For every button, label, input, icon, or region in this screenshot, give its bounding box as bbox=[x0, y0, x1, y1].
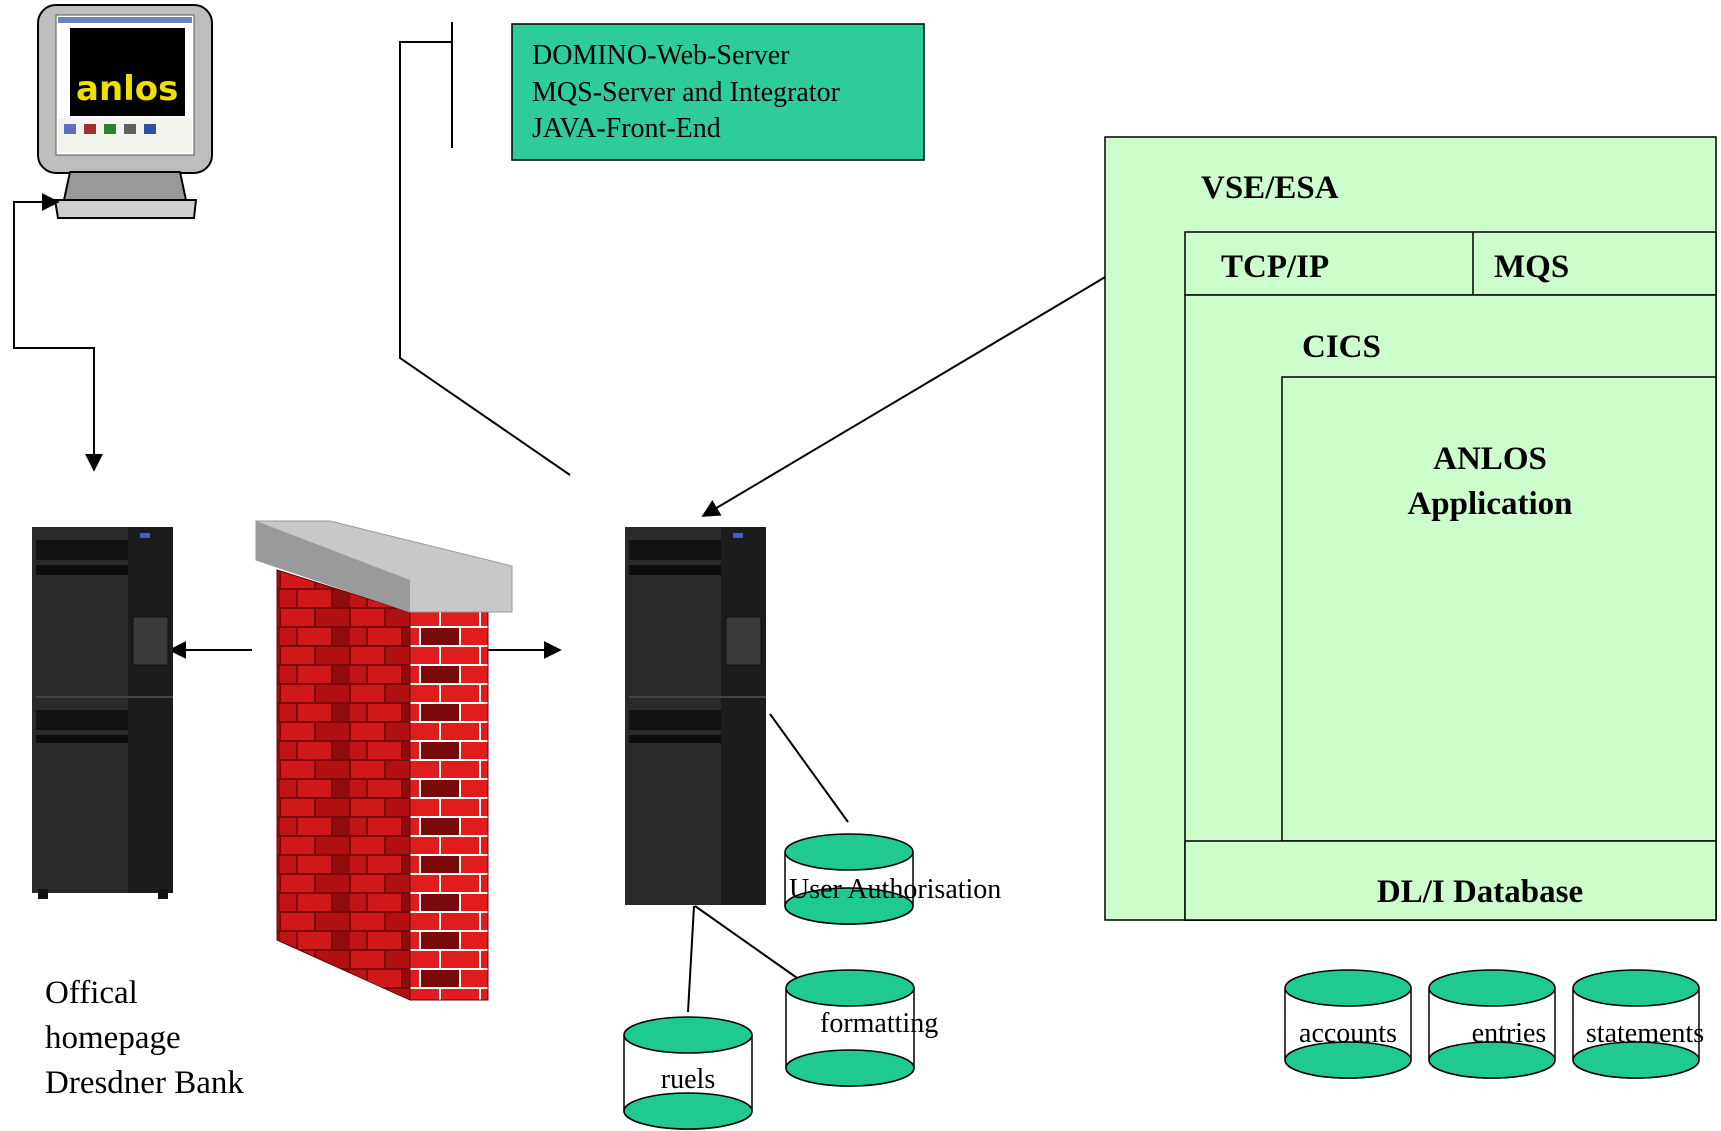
anlos-app-line-1: ANLOS bbox=[1433, 441, 1547, 477]
db-entries-label: entries bbox=[1472, 1018, 1547, 1049]
dli-label: DL/I Database bbox=[1377, 874, 1583, 910]
mqs-label: MQS bbox=[1494, 249, 1569, 285]
db-accounts-label: accounts bbox=[1299, 1018, 1397, 1049]
database-user-authorisation: User Authorisation bbox=[784, 833, 1001, 925]
vse-esa-box: VSE/ESA TCP/IP MQS CICS ANLOS Applicatio… bbox=[1104, 136, 1717, 921]
homepage-line-3: Dresdner Bank bbox=[45, 1065, 244, 1101]
monitor-screen-logo: anlos bbox=[76, 69, 178, 109]
db-rules-label: ruels bbox=[661, 1064, 715, 1095]
homepage-line-2: homepage bbox=[45, 1020, 181, 1056]
db-statements-label: statements bbox=[1586, 1018, 1704, 1049]
vse-title: VSE/ESA bbox=[1201, 170, 1339, 206]
cics-label: CICS bbox=[1302, 329, 1381, 365]
db-formatting-label: formatting bbox=[820, 1008, 938, 1039]
database-accounts: accounts bbox=[1284, 969, 1412, 1079]
database-formatting: formatting bbox=[785, 969, 938, 1087]
firewall-icon bbox=[255, 520, 513, 1001]
db-user-auth-label: User Authorisation bbox=[789, 874, 1001, 905]
anlos-app-line-2: Application bbox=[1407, 486, 1572, 522]
database-rules: ruels bbox=[623, 1016, 753, 1130]
server-icon-domino bbox=[625, 527, 766, 905]
homepage-line-1: Offical bbox=[45, 975, 138, 1011]
database-statements: statements bbox=[1572, 969, 1704, 1079]
monitor-icon: anlos bbox=[37, 4, 213, 219]
homepage-caption: Offical homepage Dresdner Bank bbox=[45, 975, 244, 1101]
database-entries: entries bbox=[1428, 969, 1556, 1079]
server-icon-homepage bbox=[32, 527, 173, 899]
server-info-line-1: DOMINO-Web-Server bbox=[532, 40, 790, 71]
tcpip-label: TCP/IP bbox=[1221, 249, 1329, 285]
server-info-line-2: MQS-Server and Integrator bbox=[532, 77, 841, 108]
server-info-box: DOMINO-Web-Server MQS-Server and Integra… bbox=[511, 23, 925, 161]
server-info-line-3: JAVA-Front-End bbox=[532, 113, 721, 144]
